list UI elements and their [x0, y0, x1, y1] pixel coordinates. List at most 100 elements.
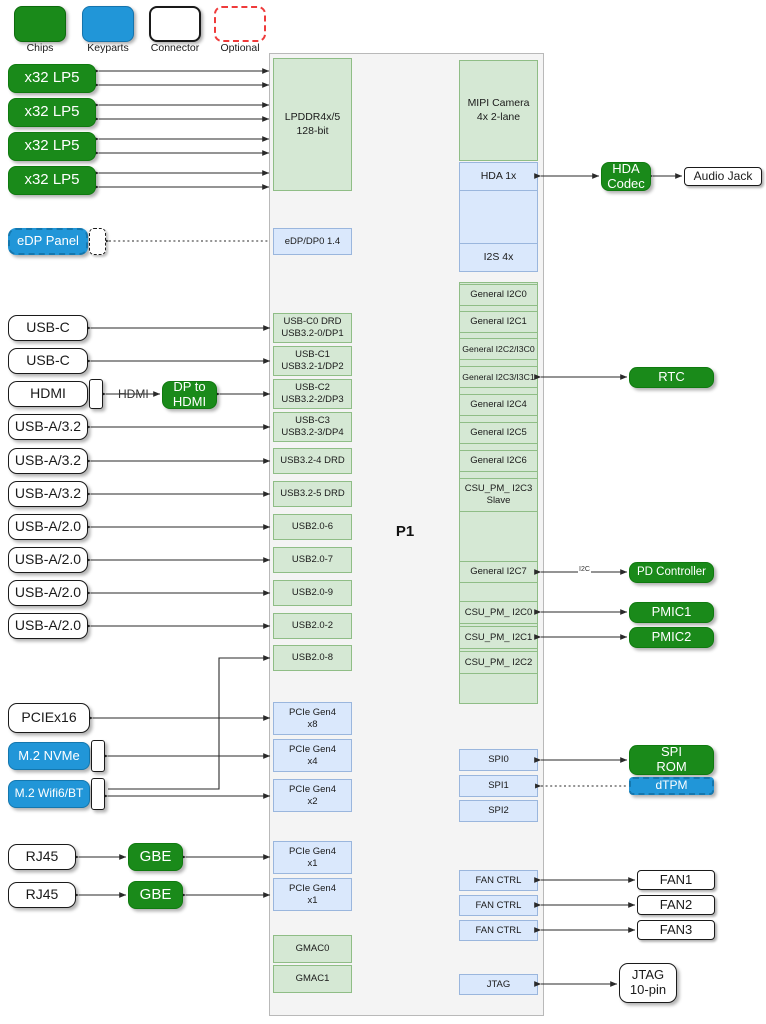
soc-if-i2c-3-label: General I2C3/I3C1	[462, 371, 535, 382]
connector-usb-a-20-3-label: USB-A/2.0	[14, 617, 82, 634]
device-rtc[interactable]: RTC	[629, 367, 714, 388]
connector-jtag-10pin-line2: 10-pin	[629, 982, 667, 997]
soc-if-i2c-2: General I2C2/I3C0	[459, 338, 538, 360]
soc-if-i2c-6-label: General I2C6	[470, 455, 527, 467]
soc-if-mipi-camera: MIPI Camera 4x 2-lane	[459, 60, 538, 161]
soc-if-spi2: SPI2	[459, 800, 538, 822]
soc-if-mipi-camera-line1: MIPI Camera	[467, 97, 530, 110]
connector-usb-a-32-2[interactable]: USB-A/3.2	[8, 481, 88, 507]
soc-if-hda-label: HDA 1x	[480, 169, 517, 182]
soc-if-usb-8-line1: USB2.0-9	[291, 587, 334, 599]
connector-rj45-1[interactable]: RJ45	[8, 882, 76, 908]
connector-usb-a-32-1[interactable]: USB-A/3.2	[8, 448, 88, 474]
device-pmic2[interactable]: PMIC2	[629, 627, 714, 648]
soc-if-pcie-1-line2: x4	[307, 755, 318, 767]
memory-chip-3[interactable]: x32 LP5	[8, 166, 96, 195]
soc-if-pcie-0: PCIe Gen4 x8	[273, 702, 352, 735]
connector-rj45-0[interactable]: RJ45	[8, 844, 76, 870]
memory-chip-2[interactable]: x32 LP5	[8, 132, 96, 161]
soc-if-csu-pm-i2c3-label: CSU_PM_ I2C3	[464, 483, 533, 495]
device-dtpm[interactable]: dTPM	[629, 777, 714, 795]
soc-if-usb-6: USB2.0-6	[273, 514, 352, 540]
legend-label-keyparts: Keyparts	[87, 42, 129, 54]
hdmi-wire-label: HDMI	[118, 387, 149, 401]
soc-if-usb-7-line1: USB2.0-7	[291, 554, 334, 566]
device-fan2[interactable]: FAN2	[637, 895, 715, 915]
soc-if-gmac-1-label: GMAC1	[295, 973, 330, 985]
edp-panel-label: eDP Panel	[17, 233, 79, 249]
device-fan1[interactable]: FAN1	[637, 870, 715, 890]
soc-if-jtag-label: JTAG	[486, 978, 511, 990]
device-m2-nvme[interactable]: M.2 NVMe	[8, 742, 90, 770]
device-pmic1[interactable]: PMIC1	[629, 602, 714, 623]
hdmi-port-stub[interactable]	[89, 379, 103, 409]
soc-if-spi1: SPI1	[459, 775, 538, 797]
soc-if-edp: eDP/DP0 1.4	[273, 228, 352, 255]
device-gbe-1-label: GBE	[139, 885, 172, 903]
connector-usb-a-32-0-label: USB-A/3.2	[14, 418, 82, 435]
device-hda-codec[interactable]: HDA Codec	[601, 161, 651, 191]
edp-panel[interactable]: eDP Panel	[8, 228, 88, 255]
memory-chip-0[interactable]: x32 LP5	[8, 64, 96, 93]
connector-usb-a-20-2[interactable]: USB-A/2.0	[8, 580, 88, 606]
dp-to-hdmi-line2: HDMI	[172, 394, 207, 409]
memory-chip-3-label: x32 LP5	[24, 171, 80, 189]
connector-jtag-10pin[interactable]: JTAG 10-pin	[619, 963, 677, 1003]
legend-swatch-keyparts	[82, 6, 134, 42]
connector-usb-c-1-label: USB-C	[26, 352, 70, 369]
soc-if-i2c-1: General I2C1	[459, 311, 538, 333]
soc-if-csu-pm-i2c0: CSU_PM_ I2C0	[459, 601, 538, 624]
soc-if-usb-0-line1: USB-C0 DRD	[283, 316, 342, 328]
connector-pcie-x16[interactable]: PCIEx16	[8, 703, 90, 733]
soc-if-edp-label: eDP/DP0 1.4	[284, 235, 341, 247]
connector-audio-jack[interactable]: Audio Jack	[684, 167, 762, 186]
device-fan1-label: FAN1	[659, 871, 693, 887]
soc-if-csu-pm-i2c3-slave: CSU_PM_ I2C3 Slave	[459, 478, 538, 512]
connector-usb-a-20-1-label: USB-A/2.0	[14, 551, 82, 568]
device-pmic2-label: PMIC2	[651, 629, 692, 645]
connector-usb-a-32-0[interactable]: USB-A/3.2	[8, 414, 88, 440]
connector-usb-a-20-1[interactable]: USB-A/2.0	[8, 547, 88, 573]
soc-if-fan-ctrl-1-label: FAN CTRL	[475, 899, 522, 911]
soc-if-spi0-label: SPI0	[488, 754, 509, 766]
memory-chip-1-label: x32 LP5	[24, 103, 80, 121]
connector-hdmi[interactable]: HDMI	[8, 381, 88, 407]
device-gbe-0-label: GBE	[139, 847, 172, 865]
soc-if-lpddr-line1: LPDDR4x/5	[284, 111, 341, 124]
memory-chip-1[interactable]: x32 LP5	[8, 98, 96, 127]
soc-if-i2c-5-label: General I2C5	[470, 427, 527, 439]
device-spi-rom[interactable]: SPI ROM	[629, 745, 714, 775]
device-gbe-1[interactable]: GBE	[128, 881, 183, 909]
device-spi-rom-line1: SPI	[661, 744, 682, 760]
edp-optional-connector[interactable]	[89, 228, 106, 255]
connector-usb-c-0-label: USB-C	[26, 319, 70, 336]
device-pd-controller[interactable]: PD Controller	[629, 562, 714, 583]
soc-if-fan-ctrl-2: FAN CTRL	[459, 920, 538, 941]
dp-to-hdmi-converter[interactable]: DP to HDMI	[162, 380, 217, 409]
m2-wifi-slot-stub[interactable]	[91, 778, 105, 810]
device-fan3[interactable]: FAN3	[637, 920, 715, 940]
soc-if-fan-ctrl-1: FAN CTRL	[459, 895, 538, 916]
memory-chip-2-label: x32 LP5	[24, 137, 80, 155]
legend-label-connector: Connector	[150, 42, 200, 54]
m2-nvme-slot-stub[interactable]	[91, 740, 105, 772]
device-gbe-0[interactable]: GBE	[128, 843, 183, 871]
memory-chip-0-label: x32 LP5	[24, 69, 80, 87]
soc-if-usb-2-line2: USB3.2-2/DP3	[281, 394, 344, 405]
soc-if-usb-3-line1: USB-C3	[295, 415, 330, 427]
soc-if-fan-ctrl-0-label: FAN CTRL	[475, 874, 522, 886]
connector-usb-a-20-3[interactable]: USB-A/2.0	[8, 613, 88, 639]
soc-if-pcie-3: PCIe Gen4 x1	[273, 841, 352, 874]
soc-if-gmac-0-label: GMAC0	[295, 943, 330, 955]
connector-usb-a-20-0[interactable]: USB-A/2.0	[8, 514, 88, 540]
soc-if-i2s-label: I2S 4x	[483, 250, 514, 263]
soc-if-gmac-0: GMAC0	[273, 935, 352, 963]
device-m2-wifi-bt[interactable]: M.2 Wifi6/BT	[8, 780, 90, 808]
connector-usb-c-0[interactable]: USB-C	[8, 315, 88, 341]
soc-if-spi2-label: SPI2	[488, 805, 509, 817]
connector-usb-c-1[interactable]: USB-C	[8, 348, 88, 374]
connector-hdmi-label: HDMI	[30, 385, 66, 402]
soc-if-usb-7: USB2.0-7	[273, 547, 352, 573]
device-rtc-label: RTC	[658, 369, 685, 385]
soc-if-csu-pm-i2c3-sub: Slave	[486, 495, 511, 506]
